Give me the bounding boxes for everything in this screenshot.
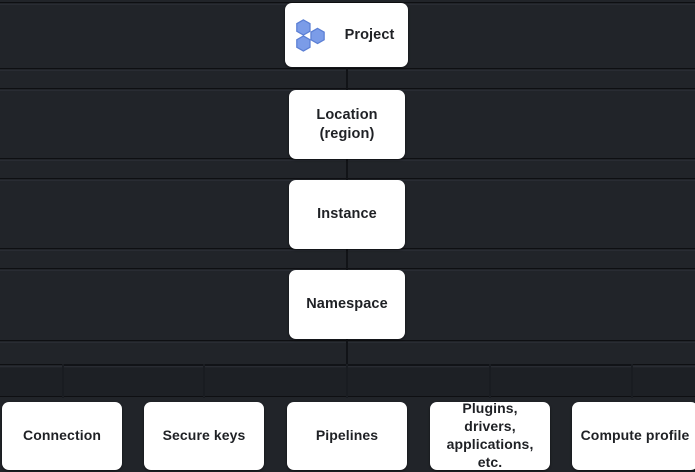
- node-instance[interactable]: Instance: [289, 180, 405, 249]
- connector-bus-horizontal: [62, 364, 633, 366]
- connector-project-to-location: [346, 68, 348, 90]
- background-separator: [0, 68, 695, 69]
- node-secure-keys-label: Secure keys: [162, 427, 246, 444]
- node-pipelines[interactable]: Pipelines: [287, 402, 407, 470]
- node-secure-keys[interactable]: Secure keys: [144, 402, 264, 470]
- background-separator: [0, 364, 695, 365]
- background-separator: [0, 340, 695, 341]
- connector-drop-compute-profile: [631, 364, 633, 398]
- hexagon-cluster-icon: [293, 18, 327, 52]
- connector-location-to-instance: [346, 158, 348, 180]
- node-plugins-label: Plugins, drivers, applications, etc.: [446, 400, 534, 470]
- node-connection[interactable]: Connection: [2, 402, 122, 470]
- node-location[interactable]: Location (region): [289, 90, 405, 159]
- connector-drop-connection: [62, 364, 64, 398]
- node-pipelines-label: Pipelines: [315, 427, 379, 444]
- background-separator: [0, 88, 695, 89]
- connector-drop-plugins: [489, 364, 491, 398]
- background-separator: [0, 160, 695, 161]
- node-location-label: Location (region): [316, 106, 378, 142]
- node-connection-label: Connection: [23, 427, 101, 444]
- connector-namespace-trunk: [346, 338, 348, 365]
- connector-drop-secure-keys: [203, 364, 205, 398]
- background-separator: [0, 250, 695, 251]
- node-project[interactable]: Project: [285, 3, 408, 67]
- background-separator: [0, 70, 695, 71]
- node-plugins[interactable]: Plugins, drivers, applications, etc.: [430, 400, 550, 470]
- background-separator: [0, 178, 695, 179]
- connector-instance-to-namespace: [346, 248, 348, 270]
- background-separator: [0, 396, 695, 397]
- background-band: [0, 368, 695, 396]
- connector-drop-pipelines: [346, 364, 348, 398]
- node-namespace-label: Namespace: [306, 296, 388, 313]
- background-separator: [0, 342, 695, 343]
- node-project-label: Project: [344, 26, 395, 43]
- background-separator: [0, 366, 695, 367]
- node-instance-label: Instance: [317, 206, 377, 223]
- background-separator: [0, 268, 695, 269]
- node-compute-profile-label: Compute profile: [580, 427, 690, 444]
- node-namespace[interactable]: Namespace: [289, 270, 405, 339]
- node-compute-profile[interactable]: Compute profile: [572, 402, 695, 470]
